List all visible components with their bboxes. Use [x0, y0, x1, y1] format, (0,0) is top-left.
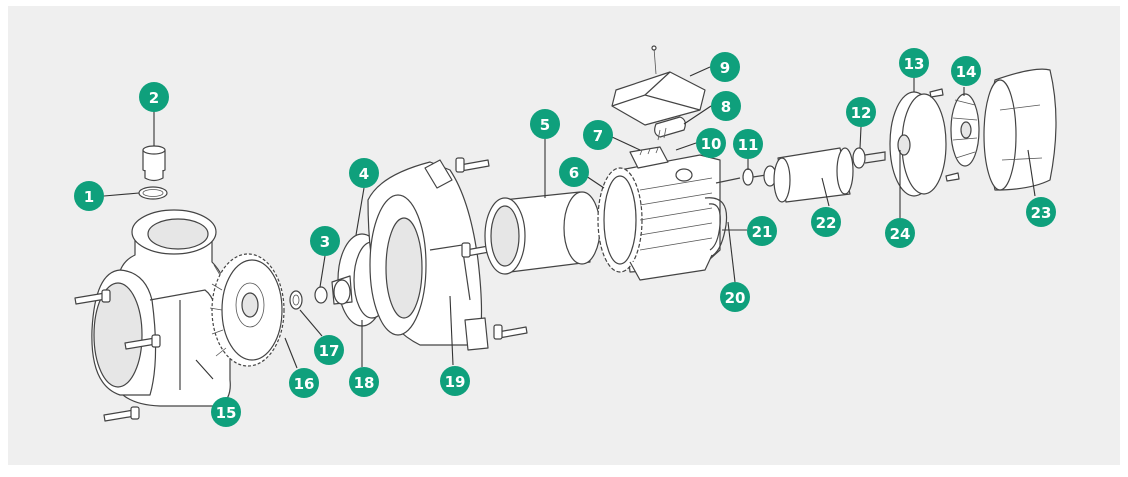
- callout-circle: [951, 56, 981, 86]
- callout-circle: [711, 91, 741, 121]
- callout-label: 19: [445, 373, 466, 391]
- callout-label: 13: [904, 55, 925, 73]
- part-impeller-16: [209, 253, 285, 367]
- callout-5: 5: [530, 109, 560, 139]
- callout-label: 6: [569, 164, 579, 182]
- callout-4: 4: [349, 158, 379, 188]
- part-rotor-22: [763, 147, 854, 203]
- callout-19: 19: [440, 366, 470, 396]
- callout-label: 21: [752, 223, 773, 241]
- callout-circle: [530, 109, 560, 139]
- callout-label: 10: [701, 135, 722, 153]
- callout-circle: [310, 226, 340, 256]
- callout-label: 4: [359, 165, 369, 183]
- part-o-ring-17: [289, 290, 303, 310]
- callout-circle: [811, 207, 841, 237]
- part-end-cover-13: [889, 88, 960, 197]
- callout-14: 14: [951, 56, 981, 86]
- callout-circle: [733, 129, 763, 159]
- callout-label: 20: [725, 289, 746, 307]
- callout-15: 15: [211, 397, 241, 427]
- callout-circle: [74, 181, 104, 211]
- callout-12: 12: [846, 97, 876, 127]
- part-capacitor-8: [654, 116, 686, 141]
- part-cable-21: [704, 197, 728, 257]
- callout-label: 22: [816, 214, 837, 232]
- callout-circle: [747, 216, 777, 246]
- callout-8: 8: [711, 91, 741, 121]
- callout-circle: [559, 157, 589, 187]
- callout-23: 23: [1026, 197, 1056, 227]
- callout-22: 22: [811, 207, 841, 237]
- callout-3: 3: [310, 226, 340, 256]
- pump-parts: [74, 45, 1057, 422]
- callout-circle: [289, 368, 319, 398]
- callout-10: 10: [696, 128, 726, 158]
- part-bearing-11: [715, 168, 767, 186]
- callout-6: 6: [559, 157, 589, 187]
- callout-label: 15: [216, 404, 237, 422]
- leader-lines: [103, 66, 1036, 380]
- part-pump-casing-15: [91, 209, 231, 407]
- part-stator-5: [484, 191, 601, 275]
- callout-label: 14: [956, 63, 977, 81]
- callout-label: 3: [320, 233, 330, 251]
- callout-circle: [211, 397, 241, 427]
- callout-2: 2: [139, 82, 169, 112]
- part-motor-housing-6: [597, 154, 721, 281]
- callout-9: 9: [710, 52, 740, 82]
- part-terminal-block-7: [629, 146, 669, 169]
- callout-label: 18: [354, 374, 375, 392]
- callout-circle: [720, 282, 750, 312]
- callout-label: 17: [319, 342, 340, 360]
- callout-21: 21: [747, 216, 777, 246]
- part-seal-3: [314, 286, 328, 304]
- callout-label: 8: [721, 98, 731, 116]
- callout-circle: [885, 218, 915, 248]
- callout-18: 18: [349, 367, 379, 397]
- part-fan-cover-23: [983, 68, 1057, 191]
- callout-label: 2: [149, 89, 159, 107]
- callout-label: 1: [84, 188, 94, 206]
- callout-label: 5: [540, 116, 550, 134]
- callout-11: 11: [733, 129, 763, 159]
- callout-17: 17: [314, 335, 344, 365]
- callout-24: 24: [885, 218, 915, 248]
- casing-bolts: [74, 289, 161, 422]
- callout-13: 13: [899, 48, 929, 78]
- callout-20: 20: [720, 282, 750, 312]
- callout-circle: [440, 366, 470, 396]
- callout-1: 1: [74, 181, 104, 211]
- callout-circle: [583, 120, 613, 150]
- callout-circle: [139, 82, 169, 112]
- callout-label: 12: [851, 104, 872, 122]
- callout-circle: [349, 367, 379, 397]
- callout-7: 7: [583, 120, 613, 150]
- part-o-ring-1: [138, 186, 168, 200]
- part-fan-14: [950, 93, 980, 167]
- callout-label: 9: [720, 59, 730, 77]
- callout-circle: [1026, 197, 1056, 227]
- callout-circle: [349, 158, 379, 188]
- callout-label: 11: [738, 136, 759, 154]
- callout-label: 23: [1031, 204, 1052, 222]
- part-bracket-19: [367, 159, 489, 351]
- callout-circle: [314, 335, 344, 365]
- callout-label: 16: [294, 375, 315, 393]
- callout-label: 7: [593, 127, 603, 145]
- callout-label: 24: [890, 225, 911, 243]
- callout-circle: [846, 97, 876, 127]
- part-bearing-12: [852, 147, 886, 169]
- callout-16: 16: [289, 368, 319, 398]
- callout-circle: [696, 128, 726, 158]
- callout-circle: [899, 48, 929, 78]
- callout-circle: [710, 52, 740, 82]
- part-terminal-cover-9: [611, 45, 706, 126]
- part-plug-2: [142, 145, 166, 182]
